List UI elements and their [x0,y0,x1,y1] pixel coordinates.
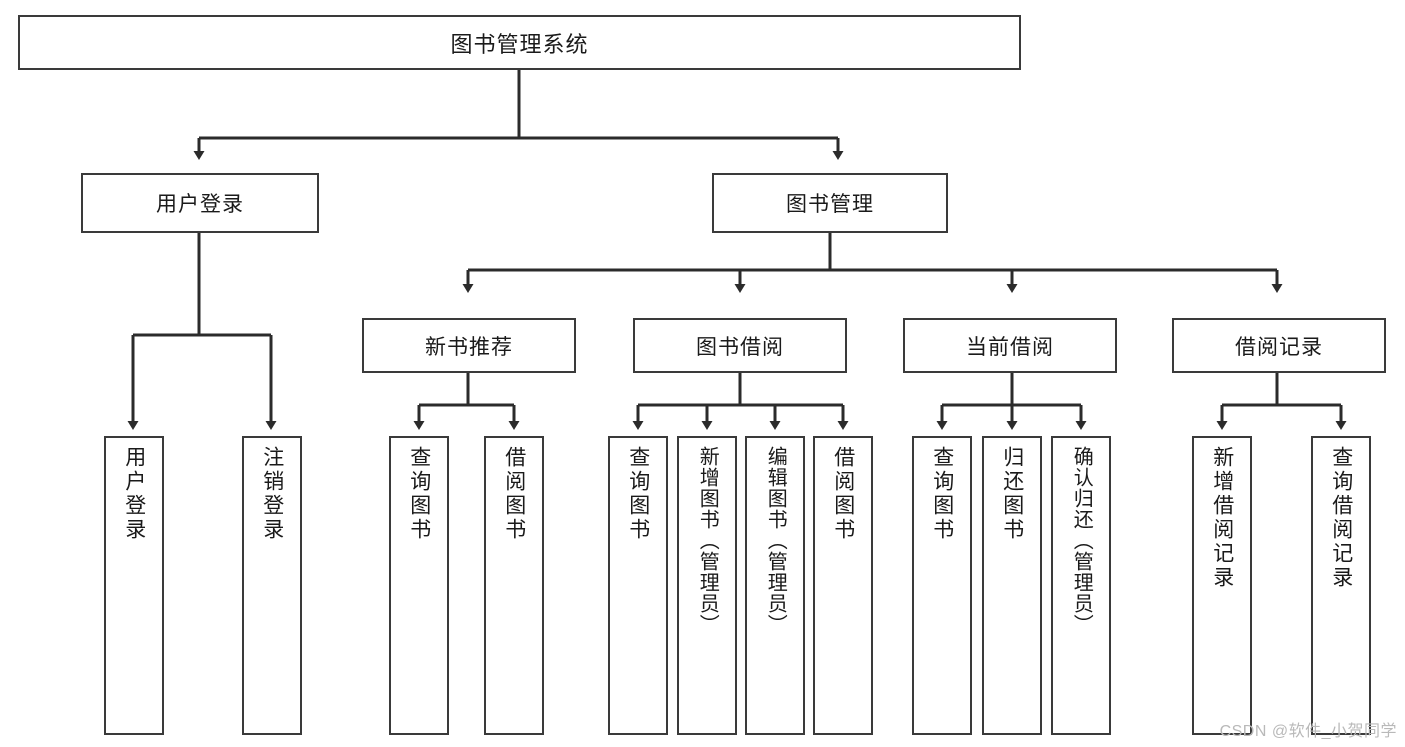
leaf-label: 注销登录 [260,446,284,542]
node-book-manage[interactable]: 图书管理 [712,173,948,233]
leaf-label: 归还图书 [1000,446,1024,542]
leaf-query-book-borrow[interactable]: 查询图书 [608,436,668,735]
leaf-label: 借阅图书 [502,446,526,542]
leaf-label: 确认归还（管理员） [1070,446,1093,635]
leaf-query-book-current[interactable]: 查询图书 [912,436,972,735]
node-current-borrow[interactable]: 当前借阅 [903,318,1117,373]
node-label: 借阅记录 [1235,335,1323,359]
leaf-add-borrow-record[interactable]: 新增借阅记录 [1192,436,1252,735]
leaf-logout[interactable]: 注销登录 [242,436,302,735]
leaf-edit-book-admin[interactable]: 编辑图书（管理员） [745,436,805,735]
node-label: 图书管理 [786,193,874,216]
leaf-borrow-book-new[interactable]: 借阅图书 [484,436,544,735]
leaf-user-login[interactable]: 用户登录 [104,436,164,735]
node-label: 图书管理系统 [450,31,589,57]
leaf-add-book-admin[interactable]: 新增图书（管理员） [677,436,737,735]
node-user-login[interactable]: 用户登录 [81,173,319,233]
leaf-borrow-book-borrow[interactable]: 借阅图书 [813,436,873,735]
leaf-label: 查询图书 [930,446,954,542]
node-label: 新书推荐 [425,335,513,359]
leaf-label: 查询图书 [626,446,650,542]
leaf-query-borrow-record[interactable]: 查询借阅记录 [1311,436,1371,735]
node-label: 图书借阅 [696,335,784,359]
leaf-label: 用户登录 [122,446,146,542]
leaf-label: 编辑图书（管理员） [764,446,787,635]
node-root-system[interactable]: 图书管理系统 [18,15,1021,70]
node-new-book-recommend[interactable]: 新书推荐 [362,318,576,373]
node-book-borrow[interactable]: 图书借阅 [633,318,847,373]
leaf-query-book-new[interactable]: 查询图书 [389,436,449,735]
watermark-text: CSDN @软件_小贺同学 [1219,723,1397,740]
leaf-label: 新增借阅记录 [1210,446,1234,590]
node-label: 当前借阅 [966,335,1054,359]
leaf-label: 借阅图书 [831,446,855,542]
leaf-return-book[interactable]: 归还图书 [982,436,1042,735]
leaf-label: 新增图书（管理员） [696,446,719,635]
leaf-label: 查询借阅记录 [1329,446,1353,590]
leaf-confirm-return-admin[interactable]: 确认归还（管理员） [1051,436,1111,735]
leaf-label: 查询图书 [407,446,431,542]
node-borrow-record[interactable]: 借阅记录 [1172,318,1386,373]
node-label: 用户登录 [156,193,244,216]
